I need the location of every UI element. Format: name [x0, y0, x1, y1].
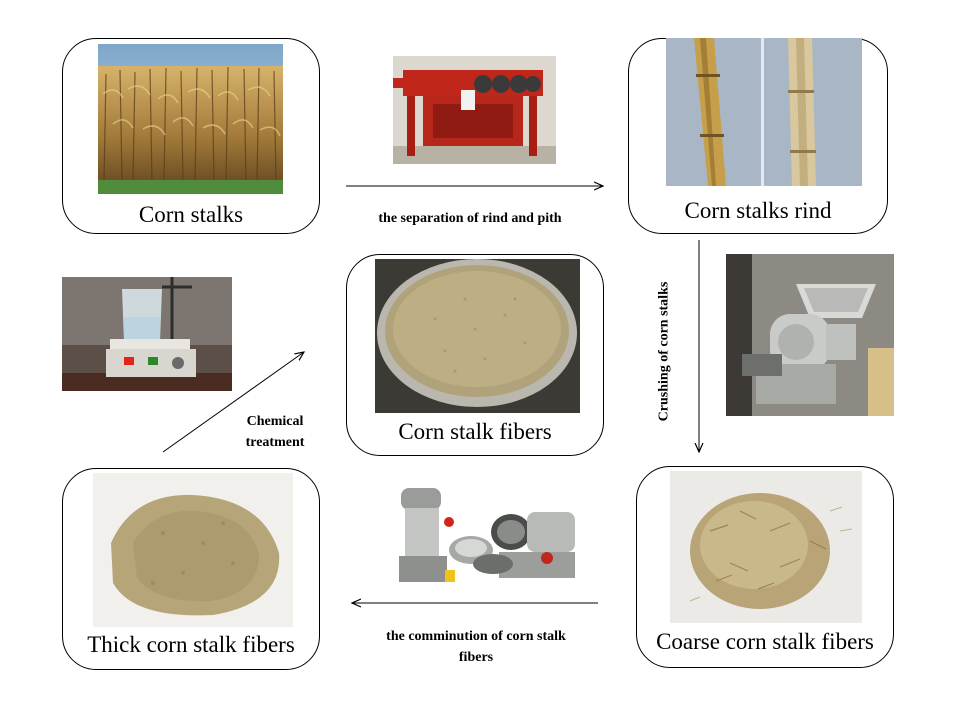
- corn-stalks-rind-label: Corn stalks rind: [684, 198, 832, 223]
- corn-stalk-fibers-label: Corn stalk fibers: [398, 419, 552, 444]
- cornfield-photo: [98, 44, 283, 194]
- magnetic-stirrer-photo: [62, 277, 232, 391]
- fiber-dish-photo: [375, 259, 580, 413]
- thick-fibers-box: Thick corn stalk fibers: [62, 468, 320, 670]
- corn-stalks-box: Corn stalks: [62, 38, 320, 234]
- crushing-step-label: Crushing of corn stalks: [656, 281, 672, 422]
- corn-stalks-label: Corn stalks: [138, 202, 244, 227]
- crushing-machine-photo: [726, 254, 894, 416]
- thick-fiber-pile-photo: [93, 473, 293, 627]
- separation-step-label: the separation of rind and pith: [378, 211, 562, 226]
- fiber-grinder-machines-photo: [389, 478, 579, 588]
- corn-stalks-rind-box: Corn stalks rind: [628, 38, 888, 234]
- comminution-step-label: the comminution of corn stalk fibers: [386, 629, 566, 665]
- coarse-fibers-box: Coarse corn stalk fibers: [636, 466, 894, 668]
- corn-stalk-fibers-box: Corn stalk fibers: [346, 254, 604, 456]
- coarse-fibers-label: Coarse corn stalk fibers: [656, 629, 874, 654]
- chemical-step-label: Chemical treatment: [245, 414, 305, 450]
- corn-stalk-rind-photo: [666, 38, 862, 186]
- coarse-fiber-pile-photo: [670, 471, 862, 623]
- thick-fibers-label: Thick corn stalk fibers: [87, 632, 295, 657]
- rind-pith-separator-machine-photo: [393, 56, 556, 164]
